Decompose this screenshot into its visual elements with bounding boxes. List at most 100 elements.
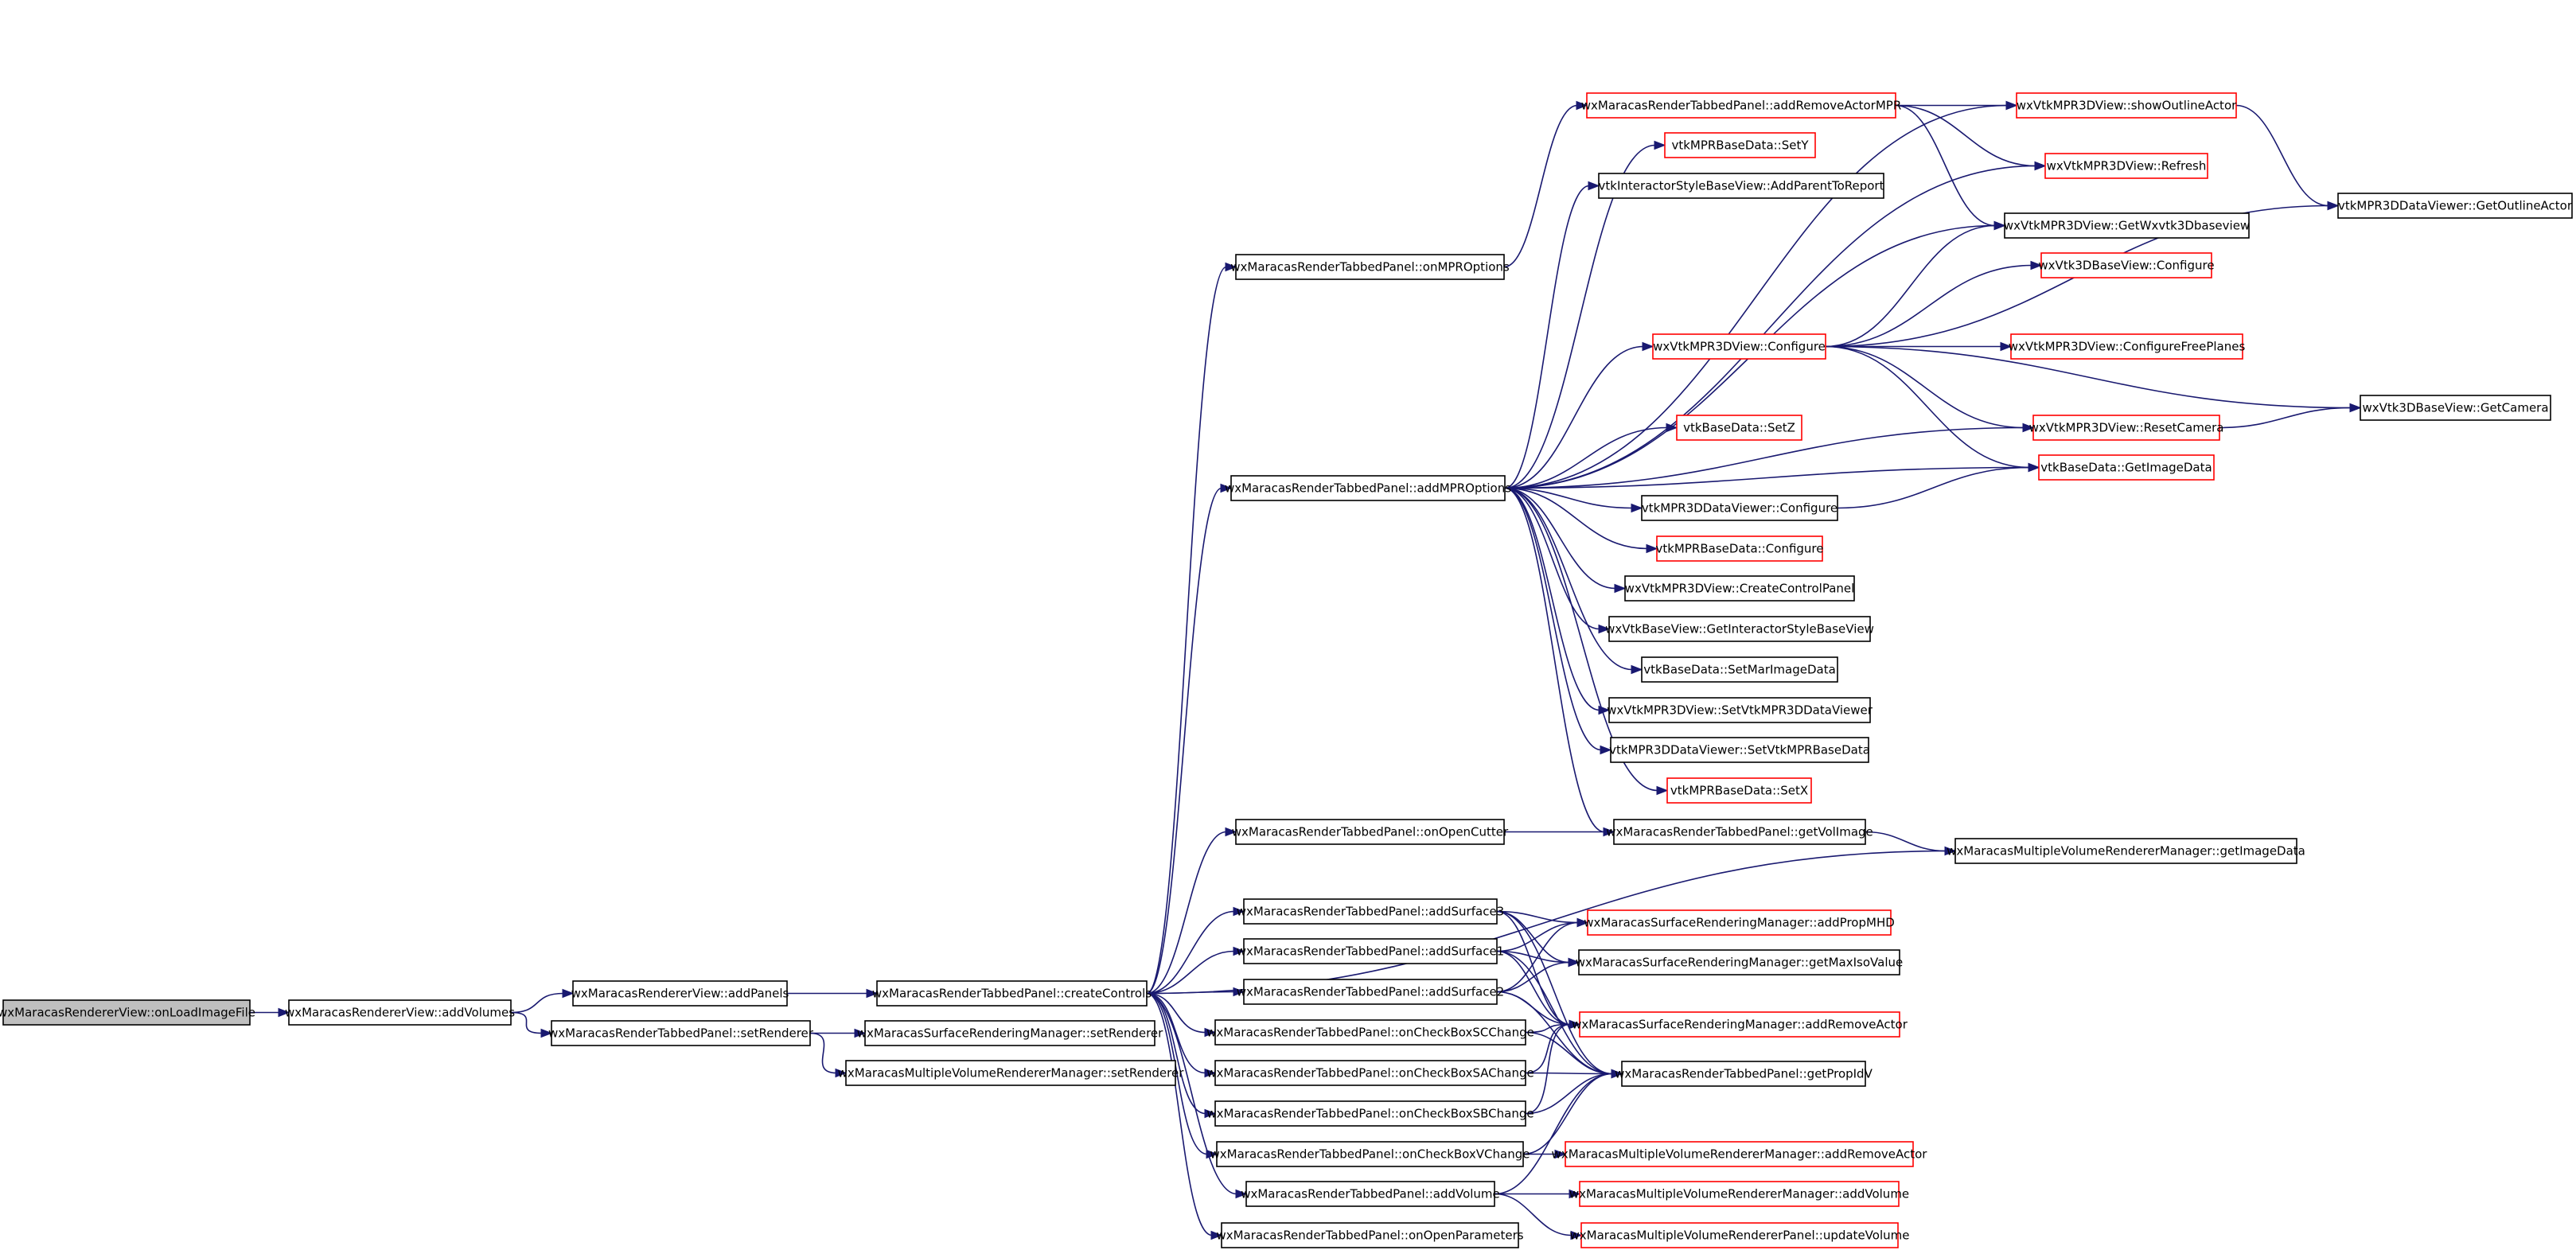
- function-node[interactable]: wxMaracasRenderTabbedPanel::onCheckBoxSC…: [1206, 1019, 1534, 1046]
- function-node[interactable]: wxMaracasRenderTabbedPanel::onCheckBoxVC…: [1210, 1141, 1530, 1167]
- function-node[interactable]: wxMaracasMultipleVolumeRendererManager::…: [1552, 1141, 1928, 1167]
- function-node[interactable]: vtkMPR3DDataViewer::SetVtkMPRBaseData: [1609, 737, 1870, 763]
- function-node[interactable]: wxVtkMPR3DView::Refresh: [2044, 153, 2208, 179]
- function-node[interactable]: wxVtkMPR3DView::ConfigureFreePlanes: [2009, 333, 2246, 360]
- function-node[interactable]: wxVtkMPR3DView::Configure: [1652, 333, 1826, 360]
- edge-line: [1504, 165, 2036, 489]
- function-node[interactable]: wxMaracasRenderTabbedPanel::addRemoveAct…: [1581, 92, 1902, 119]
- call-edge-n12-n35: [1496, 957, 1580, 993]
- edge-arrowhead: [866, 988, 879, 999]
- function-node[interactable]: wxVtk3DBaseView::GetCamera: [2360, 395, 2551, 421]
- edge-arrowhead: [1225, 827, 1237, 837]
- call-edge-n15-n36: [1525, 1019, 1581, 1115]
- call-edge-n8-n32: [1504, 487, 1615, 837]
- function-node[interactable]: wxMaracasRenderTabbedPanel::onOpenCutter: [1232, 819, 1509, 845]
- edge-line: [1503, 104, 1578, 268]
- edge-line: [2235, 104, 2329, 207]
- function-node[interactable]: wxVtkMPR3DView::showOutlineActor: [2016, 92, 2237, 119]
- function-node[interactable]: wxMaracasRenderTabbedPanel::addSurface1: [1237, 938, 1504, 964]
- function-node[interactable]: wxMaracasRenderTabbedPanel::onCheckBoxSA…: [1206, 1060, 1534, 1086]
- edge-arrowhead: [2349, 403, 2362, 413]
- edge-arrowhead: [2034, 161, 2047, 171]
- function-node[interactable]: wxMaracasMultipleVolumeRendererManager::…: [1569, 1181, 1909, 1207]
- node-label: wxMaracasRenderTabbedPanel::addSurface1: [1237, 944, 1504, 959]
- function-node[interactable]: wxMaracasRendererView::addPanels: [571, 980, 789, 1007]
- function-node[interactable]: wxVtkMPR3DView::GetWxvtk3Dbaseview: [2004, 212, 2250, 239]
- edge-line: [1494, 1193, 1572, 1236]
- edge-arrowhead: [1598, 624, 1611, 634]
- function-node[interactable]: vtkMPR3DDataViewer::Configure: [1641, 495, 1838, 521]
- function-node[interactable]: wxMaracasSurfaceRenderingManager::setRen…: [857, 1020, 1163, 1046]
- function-node[interactable]: wxVtk3DBaseView::Configure: [2038, 252, 2215, 278]
- function-node[interactable]: vtkMPRBaseData::SetY: [1664, 132, 1816, 158]
- edge-line: [1146, 266, 1227, 995]
- function-node[interactable]: wxMaracasRenderTabbedPanel::addSurface2: [1237, 979, 1504, 1005]
- call-edge-n3-n6: [809, 1032, 848, 1078]
- node-label: wxVtkMPR3DView::GetWxvtk3Dbaseview: [2004, 219, 2250, 233]
- function-node[interactable]: vtkBaseData::GetImageData: [2038, 454, 2215, 481]
- call-edge-n8-n20: [1504, 140, 1666, 489]
- node-label: wxMaracasRenderTabbedPanel::addSurface2: [1237, 985, 1504, 999]
- function-node[interactable]: wxVtkMPR3DView::ResetCamera: [2029, 415, 2224, 441]
- function-node[interactable]: wxMaracasRenderTabbedPanel::addMPROption…: [1225, 475, 1511, 501]
- function-node[interactable]: wxMaracasRendererView::addVolumes: [285, 999, 515, 1026]
- node-label: wxMaracasRenderTabbedPanel::onOpenCutter: [1232, 825, 1509, 839]
- call-edge-n4-n8: [1146, 483, 1233, 995]
- function-node[interactable]: wxMaracasSurfaceRenderingManager::getMax…: [1576, 949, 1903, 975]
- node-label: wxMaracasRenderTabbedPanel::addRemoveAct…: [1581, 99, 1902, 113]
- node-label: wxMaracasMultipleVolumeRendererManager::…: [1569, 1187, 1909, 1201]
- function-node[interactable]: wxMaracasMultipleVolumeRendererManager::…: [1947, 838, 2305, 864]
- call-edge-n19-n42: [1895, 104, 2047, 171]
- call-edge-n1-n2: [510, 988, 575, 1014]
- function-node[interactable]: wxMaracasMultipleVolumeRendererPanel::up…: [1570, 1222, 1910, 1248]
- function-node[interactable]: wxMaracasRenderTabbedPanel::setRenderer: [548, 1020, 814, 1046]
- function-node[interactable]: wxMaracasRenderTabbedPanel::onMPROptions: [1230, 254, 1510, 280]
- edge-line: [1504, 466, 2030, 489]
- function-node[interactable]: vtkBaseData::SetMarImageData: [1641, 656, 1838, 683]
- function-node[interactable]: wxMaracasRenderTabbedPanel::getVolImage: [1606, 819, 1873, 845]
- function-node[interactable]: vtkInteractorStyleBaseView::AddParentToR…: [1598, 173, 1884, 199]
- node-label: wxVtkMPR3DView::CreateControlPanel: [1625, 582, 1855, 596]
- node-box: [1579, 1181, 1900, 1207]
- function-node[interactable]: wxMaracasRenderTabbedPanel::onCheckBoxSB…: [1206, 1100, 1534, 1127]
- function-node[interactable]: wxVtkMPR3DView::SetVtkMPR3DDataViewer: [1607, 697, 1873, 723]
- function-node[interactable]: wxVtkBaseView::GetInteractorStyleBaseVie…: [1605, 616, 1874, 642]
- edge-arrowhead: [1603, 827, 1615, 837]
- node-label: wxMaracasRenderTabbedPanel::onCheckBoxSB…: [1206, 1107, 1534, 1121]
- node-box: [1216, 1141, 1524, 1167]
- node-box: [1641, 495, 1838, 521]
- edge-arrowhead: [2022, 423, 2035, 433]
- node-box: [1676, 415, 1802, 441]
- function-node[interactable]: wxMaracasRenderTabbedPanel::onOpenParame…: [1216, 1222, 1524, 1248]
- call-edge-n4-n11: [1146, 946, 1245, 995]
- function-node[interactable]: wxMaracasRendererView::onLoadImageFile: [0, 999, 255, 1026]
- edge-arrowhead: [1611, 1069, 1623, 1079]
- node-box: [1656, 535, 1823, 562]
- node-label: wxMaracasRenderTabbedPanel::addMPROption…: [1225, 481, 1511, 496]
- function-node[interactable]: vtkMPRBaseData::SetX: [1666, 777, 1812, 804]
- edge-line: [1825, 345, 2352, 409]
- function-node[interactable]: wxMaracasRenderTabbedPanel::addVolume: [1241, 1181, 1500, 1207]
- function-node[interactable]: wxMaracasRenderTabbedPanel::createContro…: [872, 980, 1152, 1007]
- node-label: vtkMPRBaseData::SetX: [1670, 784, 1808, 798]
- function-node[interactable]: wxMaracasMultipleVolumeRendererManager::…: [838, 1060, 1185, 1086]
- edge-line: [1525, 1073, 1613, 1115]
- node-box: [1245, 1181, 1495, 1207]
- edge-line: [1504, 487, 1600, 711]
- function-node[interactable]: wxVtkMPR3DView::CreateControlPanel: [1624, 575, 1855, 602]
- function-node[interactable]: wxMaracasSurfaceRenderingManager::addPro…: [1584, 909, 1895, 936]
- edge-arrowhead: [2327, 201, 2340, 211]
- function-node[interactable]: wxMaracasRenderTabbedPanel::addSurface3: [1237, 898, 1504, 925]
- node-box: [1243, 979, 1498, 1005]
- function-node[interactable]: wxMaracasSurfaceRenderingManager::addRem…: [1572, 1011, 1908, 1038]
- edge-line: [1494, 1073, 1613, 1195]
- function-node[interactable]: vtkMPRBaseData::Configure: [1655, 535, 1824, 562]
- function-node[interactable]: wxMaracasRenderTabbedPanel::getPropIdV: [1615, 1061, 1873, 1087]
- function-node[interactable]: vtkMPR3DDataViewer::GetOutlineActor: [2337, 193, 2573, 219]
- node-box: [2044, 153, 2208, 179]
- edge-arrowhead: [2028, 462, 2040, 473]
- edge-arrowhead: [1631, 503, 1643, 513]
- edge-line: [1825, 224, 1996, 348]
- function-node[interactable]: vtkBaseData::SetZ: [1676, 415, 1802, 441]
